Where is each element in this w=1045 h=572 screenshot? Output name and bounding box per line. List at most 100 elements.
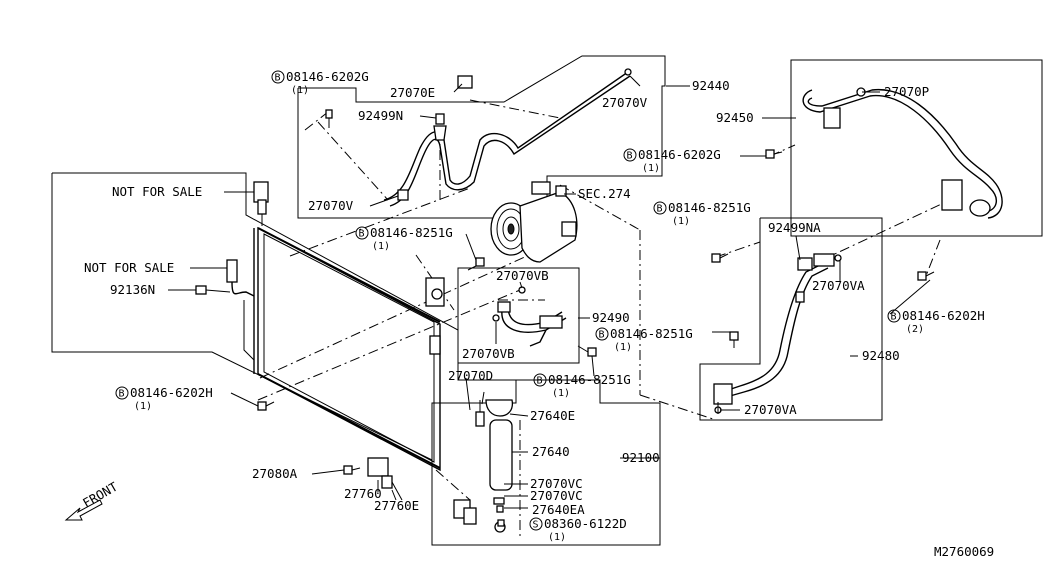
bolt-symbol-icon: B [595, 327, 609, 341]
bolt-icon [765, 149, 783, 159]
label-92136n: 92136N [110, 282, 155, 297]
label-08146-8251g-right: 08146-8251G [548, 372, 631, 387]
leader-line [304, 111, 329, 131]
bracket-27760 [367, 457, 477, 525]
svg-text:B: B [359, 229, 365, 240]
label-92490: 92490 [592, 310, 630, 325]
label-qty: (1) [291, 85, 309, 96]
callout-line [481, 391, 485, 405]
label-92499na: 92499NA [768, 220, 821, 235]
callout-line [509, 413, 529, 417]
callout-line [889, 279, 931, 315]
bolt-symbol-icon: B [271, 70, 285, 84]
callout-line [465, 233, 477, 261]
bolt-icon [497, 519, 505, 527]
leader-line [469, 99, 561, 119]
condenser-bracket-top [253, 181, 269, 226]
leader-line [925, 239, 941, 277]
label-27760e: 27760E [374, 498, 419, 513]
svg-text:S: S [533, 520, 539, 531]
bolt-icon [917, 271, 935, 281]
label-27640ea: 27640EA [532, 502, 585, 517]
pipe-92490 [492, 286, 567, 347]
bolt-symbol-icon: B [115, 386, 129, 400]
pipe-92450-box [790, 59, 1043, 237]
label-08146-6202h-left: 08146-6202H [130, 385, 213, 400]
condenser-group-outline-left [51, 173, 433, 461]
label-08146-8251g-mid: 08146-8251G [668, 200, 751, 215]
compressor [490, 181, 578, 263]
label-27070e: 27070E [390, 85, 435, 100]
bolt-symbol-icon: B [533, 373, 547, 387]
label-27070vb-bottom: 27070VB [462, 346, 515, 361]
label-27640e: 27640E [530, 408, 575, 423]
bolt-symbol-icon: B [887, 309, 901, 323]
callout-line [519, 281, 523, 289]
bolt-icon [325, 109, 333, 128]
callout-line [591, 355, 595, 377]
label-not-for-sale-2: NOT FOR SALE [84, 260, 174, 275]
label-sec-274: SEC.274 [578, 186, 631, 201]
leader-line [317, 121, 389, 201]
label-qty: (1) [672, 216, 690, 227]
label-qty: (1) [372, 241, 390, 252]
label-qty: (2) [906, 324, 924, 335]
svg-text:B: B [891, 312, 897, 323]
label-qty: (1) [548, 532, 566, 543]
condenser [253, 226, 445, 472]
svg-text:B: B [627, 151, 633, 162]
bolt-symbol-icon: B [355, 226, 369, 240]
label-08360-6122d: 08360-6122D [544, 516, 627, 531]
bolt-icon [257, 401, 275, 411]
callout-line [369, 195, 399, 207]
label-qty: (1) [642, 163, 660, 174]
label-92100: 92100 [622, 450, 660, 465]
pressure-sensor-92136n [195, 259, 255, 361]
screw-symbol-icon: S [529, 517, 543, 531]
label-08146-6202g-right: 08146-6202G [638, 147, 721, 162]
callout-line [311, 469, 345, 475]
label-27070va-top: 27070VA [812, 278, 865, 293]
label-08146-6202g-top: 08146-6202G [286, 69, 369, 84]
diagram-code: M2760069 [934, 544, 994, 559]
bolt-icon [711, 253, 729, 263]
label-08146-8251g-lower: 08146-8251G [610, 326, 693, 341]
label-27080a: 27080A [252, 466, 298, 481]
label-27070vc-1: 27070VC [530, 476, 583, 491]
callout-line [465, 377, 471, 411]
leader-line [639, 394, 717, 421]
label-qty: (1) [614, 342, 632, 353]
leader-line [821, 199, 951, 261]
label-92499n: 92499N [358, 108, 403, 123]
bolt-icon [475, 400, 485, 427]
svg-text:B: B [275, 73, 281, 84]
label-27640: 27640 [532, 444, 570, 459]
receiver-drier [485, 399, 514, 533]
bolt-icon [577, 345, 597, 357]
leader-line [257, 289, 521, 401]
leader-line [435, 469, 471, 501]
pipe-92480-box [699, 217, 883, 421]
label-qty: (1) [552, 388, 570, 399]
leader-line [289, 187, 471, 257]
callout-line [795, 235, 801, 261]
callout-line [230, 392, 259, 407]
svg-text:B: B [599, 330, 605, 341]
label-27070va-bottom: 27070VA [744, 402, 797, 417]
label-front: FRONT [80, 479, 120, 511]
callout-line [419, 115, 437, 119]
callout-line [629, 75, 641, 87]
label-08146-6202h-right: 08146-6202H [902, 308, 985, 323]
label-qty: (1) [134, 401, 152, 412]
label-27070vb-top: 27070VB [496, 268, 549, 283]
label-27070p: 27070P [884, 84, 929, 99]
front-arrow-icon [64, 499, 103, 521]
label-92480: 92480 [862, 348, 900, 363]
label-27760: 27760 [344, 486, 382, 501]
label-not-for-sale-1: NOT FOR SALE [112, 184, 202, 199]
svg-text:B: B [537, 376, 543, 387]
pipe-92490-box [457, 267, 580, 364]
svg-text:B: B [657, 204, 663, 215]
bolt-symbol-icon: B [653, 201, 667, 215]
